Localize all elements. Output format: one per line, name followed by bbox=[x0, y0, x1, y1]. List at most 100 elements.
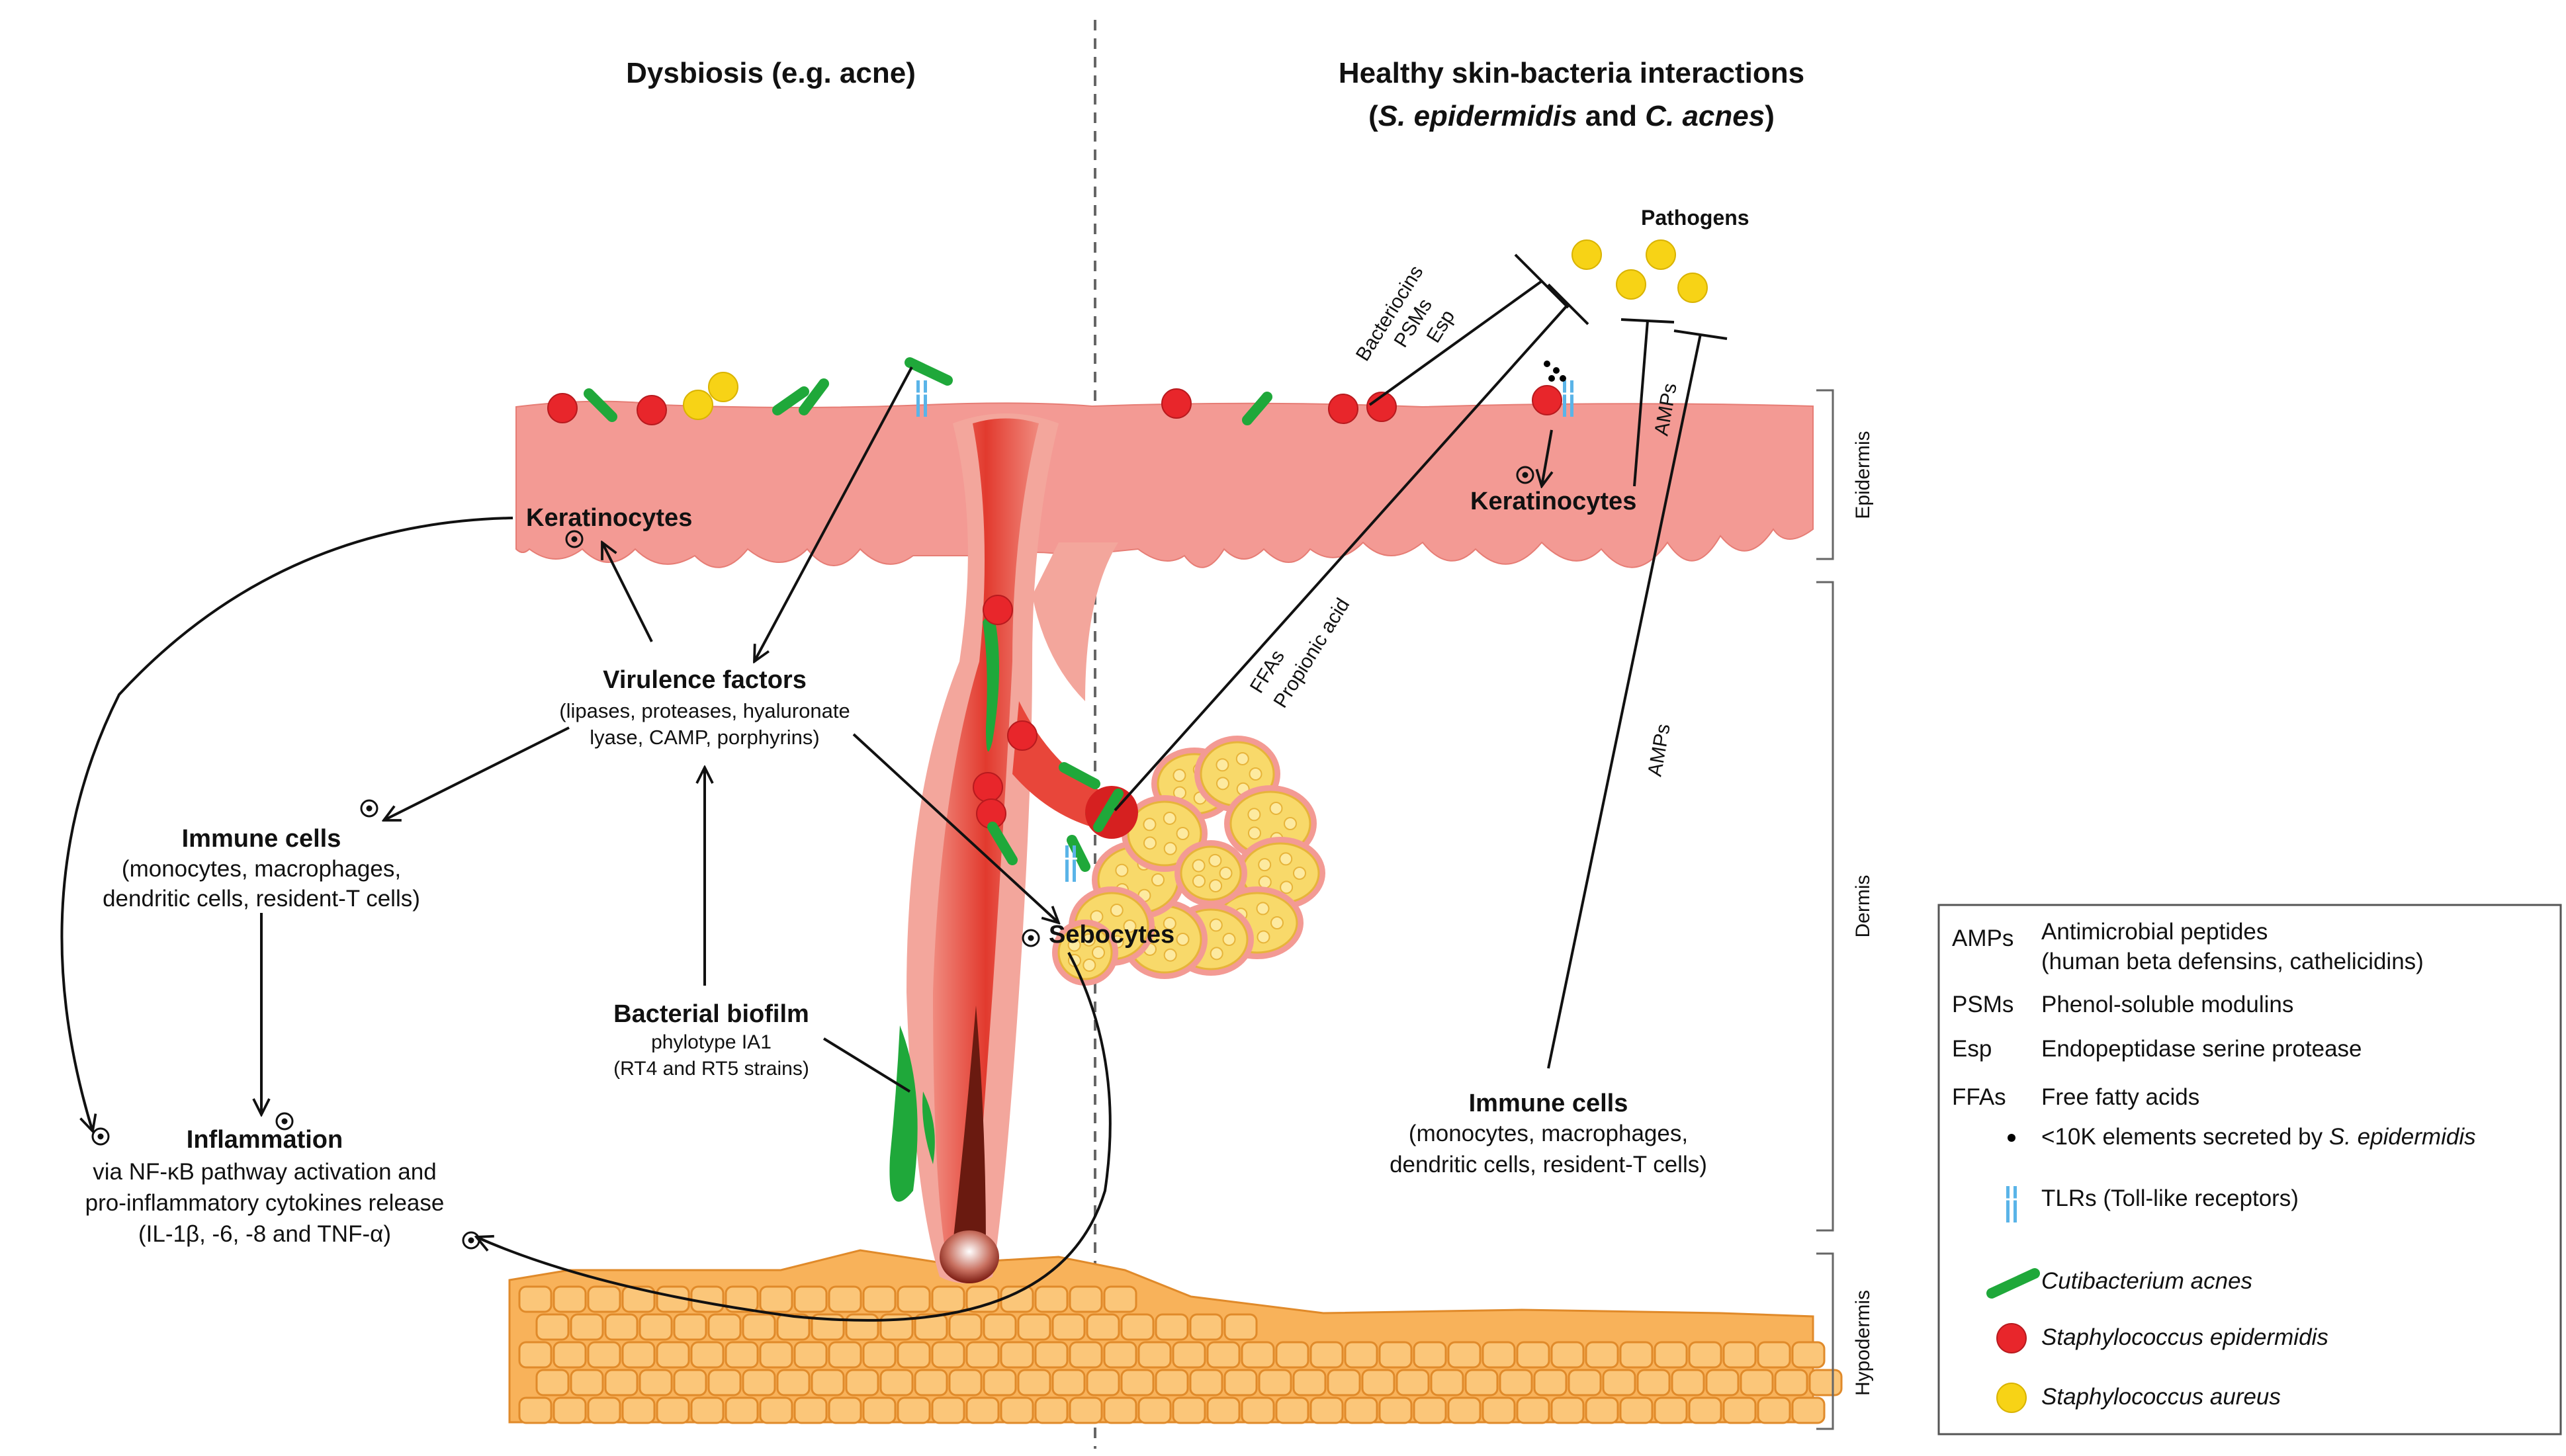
fat-cell bbox=[965, 1396, 1000, 1424]
fat-cell bbox=[535, 1313, 570, 1341]
sebocyte-cell bbox=[1247, 808, 1261, 822]
sebocyte-cell bbox=[1163, 948, 1177, 962]
arrow-tlr-to-keratinocytes bbox=[1542, 429, 1552, 486]
fat-cell bbox=[553, 1396, 587, 1424]
stimulation-ring bbox=[275, 1112, 294, 1131]
s-epidermidis-cell bbox=[1328, 394, 1358, 424]
fat-cell bbox=[1120, 1369, 1155, 1396]
fat-cell bbox=[1413, 1396, 1447, 1424]
amps-lower-label: AMPs bbox=[1644, 722, 1674, 779]
fat-cell bbox=[673, 1369, 707, 1396]
fat-cell bbox=[931, 1396, 965, 1424]
tlr-bar-left bbox=[1065, 845, 1069, 882]
sebocyte-cell bbox=[1115, 863, 1129, 877]
fat-cell bbox=[1808, 1369, 1843, 1396]
fat-cell bbox=[759, 1341, 793, 1369]
fat-cell bbox=[1069, 1341, 1103, 1369]
fat-cell bbox=[1172, 1341, 1206, 1369]
sebocyte-cell bbox=[1163, 917, 1176, 931]
biofilm-line1: phylotype IA1 bbox=[651, 1031, 772, 1053]
sebocyte-cell bbox=[1083, 958, 1096, 972]
virulence-title: Virulence factors bbox=[603, 666, 807, 694]
tlr-bar-right bbox=[1570, 380, 1573, 417]
stimulation-symbol bbox=[91, 1127, 110, 1146]
secreted-dot bbox=[1544, 361, 1550, 367]
sebocyte-cell bbox=[1067, 938, 1081, 952]
fat-cell bbox=[1000, 1396, 1034, 1424]
inflammation-title: Inflammation bbox=[187, 1126, 343, 1154]
fat-cell bbox=[639, 1369, 673, 1396]
arrows bbox=[60, 253, 1728, 1322]
tlr-bar-right bbox=[1073, 845, 1076, 882]
fat-cell bbox=[1585, 1341, 1619, 1369]
fat-cell bbox=[1568, 1369, 1602, 1396]
fat-cell bbox=[845, 1313, 879, 1341]
legend-ffas-desc: Free fatty acids bbox=[2041, 1084, 2199, 1110]
fat-cell bbox=[1327, 1369, 1361, 1396]
hair-follicle bbox=[889, 413, 1125, 1283]
fat-cell bbox=[1137, 1396, 1172, 1424]
legend-amps-line2: (human beta defensins, cathelicidins) bbox=[2041, 949, 2424, 974]
fat-cell bbox=[1086, 1313, 1120, 1341]
c-acnes-cell bbox=[987, 822, 1018, 865]
fat-cell bbox=[1636, 1369, 1671, 1396]
arrow-keratinocytes-to-inflammation bbox=[60, 517, 513, 1131]
stimulation-dot bbox=[97, 1133, 104, 1140]
secreted-dot bbox=[1553, 367, 1560, 374]
sebocyte-cell bbox=[1143, 836, 1157, 850]
stimulation-ring bbox=[1022, 929, 1040, 947]
stimulation-dot bbox=[571, 536, 578, 542]
sebocyte-cell bbox=[1192, 874, 1206, 888]
fat-cell bbox=[742, 1313, 776, 1341]
pathogens-label: Pathogens bbox=[1641, 206, 1749, 230]
fat-cell bbox=[587, 1396, 621, 1424]
sebocyte-cell bbox=[1258, 875, 1272, 889]
fat-cell bbox=[948, 1369, 983, 1396]
sebocyte-cell bbox=[1123, 920, 1137, 933]
fat-cell bbox=[1757, 1341, 1791, 1369]
sebocyte-cell bbox=[1209, 878, 1223, 892]
fat-cell bbox=[1034, 1341, 1069, 1369]
s-aureus-cell bbox=[1646, 239, 1676, 270]
left-immune-line1: (monocytes, macrophages, bbox=[122, 856, 401, 882]
fat-cell bbox=[673, 1313, 707, 1341]
inhibit-amps-immune bbox=[1547, 333, 1702, 1069]
fat-cell bbox=[639, 1313, 673, 1341]
sebocyte-cell bbox=[1216, 758, 1229, 772]
s-aureus-cell bbox=[1616, 269, 1646, 300]
virulence-line2: lyase, CAMP, porphyrins) bbox=[590, 726, 819, 749]
fat-cell bbox=[828, 1341, 862, 1369]
fat-cell bbox=[1361, 1369, 1395, 1396]
sebocyte-cell bbox=[1143, 818, 1157, 832]
sebocytes-label: Sebocytes bbox=[1049, 921, 1174, 949]
s-epidermidis-cell bbox=[547, 393, 578, 423]
right-immune-line1: (monocytes, macrophages, bbox=[1409, 1121, 1688, 1146]
layer-hypodermis: Hypodermis bbox=[1852, 1290, 1874, 1396]
inhibit-bacteriocins bbox=[1368, 280, 1543, 406]
layer-epidermis: Epidermis bbox=[1852, 431, 1874, 519]
s-epidermidis-cell bbox=[983, 595, 1013, 625]
sebocyte-cell bbox=[1247, 826, 1261, 840]
inflammation-line3: (IL-1β, -6, -8 and TNF-α) bbox=[138, 1221, 391, 1247]
s-epidermidis-cell bbox=[637, 395, 667, 425]
s-epidermidis-cell bbox=[973, 772, 1003, 802]
fat-cell bbox=[1688, 1396, 1722, 1424]
fat-cell bbox=[1103, 1396, 1137, 1424]
bacteriocins-label-group: Bacteriocins PSMs Esp bbox=[1352, 262, 1459, 365]
fat-cell bbox=[862, 1285, 897, 1313]
stimulation-symbol bbox=[462, 1231, 480, 1250]
stimulation-dot bbox=[1028, 935, 1034, 941]
title-left: Dysbiosis (e.g. acne) bbox=[626, 57, 916, 89]
fat-cell bbox=[1172, 1396, 1206, 1424]
arrow-virulence-to-immune bbox=[384, 726, 570, 820]
fat-cell bbox=[931, 1285, 965, 1313]
title-right-line2: (S. epidermidis and C. acnes) bbox=[1368, 100, 1775, 132]
fat-cell bbox=[1499, 1369, 1533, 1396]
fat-cell bbox=[587, 1285, 621, 1313]
s-epidermidis-cell bbox=[1996, 1323, 2027, 1353]
fat-cell bbox=[656, 1396, 690, 1424]
fat-cell bbox=[1516, 1341, 1550, 1369]
stimulation-symbol bbox=[275, 1112, 294, 1131]
s-epidermidis-cell bbox=[1532, 385, 1562, 415]
